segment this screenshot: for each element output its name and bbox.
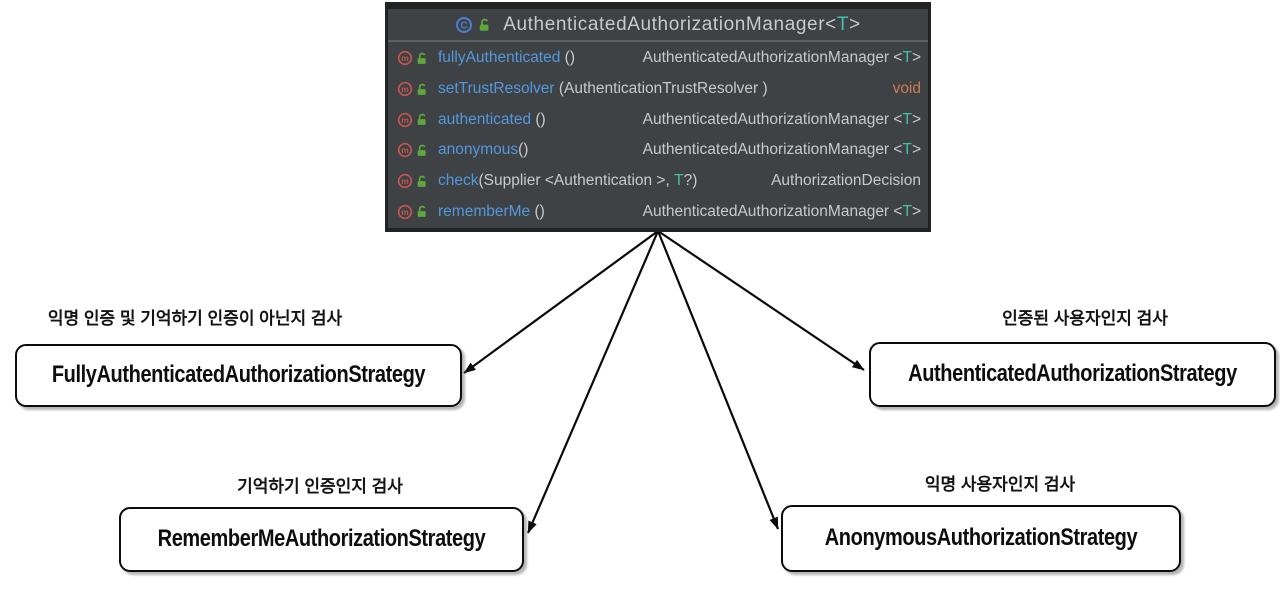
method-name: fullyAuthenticated [438,49,561,67]
unlocked-padlock-icon [416,205,429,218]
method-return-type: AuthenticatedAuthorizationManager <T> [642,110,921,128]
method-row[interactable]: m setTrustResolver (AuthenticationTrustRe… [388,74,928,105]
method-row[interactable]: m rememberMe () AuthenticatedAuthorization… [388,196,928,227]
strategy-class-name: FullyAuthenticatedAuthorizationStrategy [51,361,426,389]
method-signature: setTrustResolver (AuthenticationTrustRes… [438,80,768,97]
svg-text:m: m [401,84,409,94]
strategy-box-authenticated[interactable]: AuthenticatedAuthorizationStrategy [869,342,1276,407]
method-icon: m [397,204,413,220]
svg-text:m: m [401,115,409,125]
method-signature: authenticated () [438,110,546,128]
method-name: anonymous [438,141,519,159]
method-signature: fullyAuthenticated () [438,49,575,67]
method-icon: m [397,112,413,128]
method-name: rememberMe [438,202,531,220]
svg-text:m: m [401,207,409,217]
class-diagram-node[interactable]: C AuthenticatedAuthorizationManager<T> m… [385,2,931,232]
strategy-box-anonymous[interactable]: AnonymousAuthorizationStrategy [781,505,1181,572]
strategy-class-name: AnonymousAuthorizationStrategy [824,524,1138,552]
method-name: check [438,172,479,190]
strategy-box-fully-authenticated[interactable]: FullyAuthenticatedAuthorizationStrategy [15,344,462,407]
class-node-header[interactable]: C AuthenticatedAuthorizationManager<T> [388,9,928,42]
method-icon: m [397,81,413,97]
unlocked-padlock-icon [478,18,492,32]
annotation-anonymous: 익명 사용자인지 검사 [924,475,1076,494]
strategy-class-name: RememberMeAuthorizationStrategy [157,525,486,553]
arrow-to-anonymous-strategy [656,230,780,530]
arrow-to-fully-authenticated-strategy [463,230,659,374]
unlocked-padlock-icon [416,144,429,157]
svg-text:m: m [401,145,409,155]
unlocked-padlock-icon [416,113,429,126]
annotation-rememberme: 기억하기 인증인지 검사 [237,477,403,496]
class-title: AuthenticatedAuthorizationManager<T> [503,13,861,35]
method-row[interactable]: m fullyAuthenticated () AuthenticatedAutho… [388,43,928,74]
method-signature: anonymous() [438,141,529,159]
strategy-box-rememberme[interactable]: RememberMeAuthorizationStrategy [119,507,524,572]
method-return-type: AuthenticatedAuthorizationManager <T> [642,49,921,67]
class-icon: C [455,16,473,34]
method-return-type: void [892,80,921,97]
svg-text:m: m [401,176,409,186]
method-row[interactable]: m check(Supplier <Authentication >, T?) Au… [388,166,928,197]
svg-text:C: C [461,20,468,31]
method-return-type: AuthenticatedAuthorizationManager <T> [642,202,921,220]
method-row[interactable]: m anonymous() AuthenticatedAuthorizationMa… [388,135,928,166]
strategy-class-name: AuthenticatedAuthorizationStrategy [908,360,1237,388]
method-return-type: AuthenticatedAuthorizationManager <T> [642,141,921,159]
annotation-fully-authenticated: 익명 인증 및 기억하기 인증이 아닌지 검사 [47,309,343,328]
unlocked-padlock-icon [416,83,429,96]
arrow-to-rememberme-strategy [526,230,660,534]
unlocked-padlock-icon [416,175,429,188]
method-signature: rememberMe () [438,202,545,220]
method-icon: m [397,173,413,189]
method-row[interactable]: m authenticated () AuthenticatedAuthorizat… [388,104,928,135]
annotation-authenticated: 인증된 사용자인지 검사 [1002,309,1168,328]
method-signature: check(Supplier <Authentication >, T?) [438,172,698,190]
method-name: authenticated [438,110,532,128]
method-name: setTrustResolver [438,80,555,97]
method-return-type: AuthorizationDecision [771,172,921,190]
method-icon: m [397,50,413,66]
svg-text:m: m [401,53,409,63]
method-list: m fullyAuthenticated () AuthenticatedAutho… [388,42,928,228]
unlocked-padlock-icon [416,52,429,65]
arrow-to-authenticated-strategy [657,230,865,371]
method-icon: m [397,142,413,158]
